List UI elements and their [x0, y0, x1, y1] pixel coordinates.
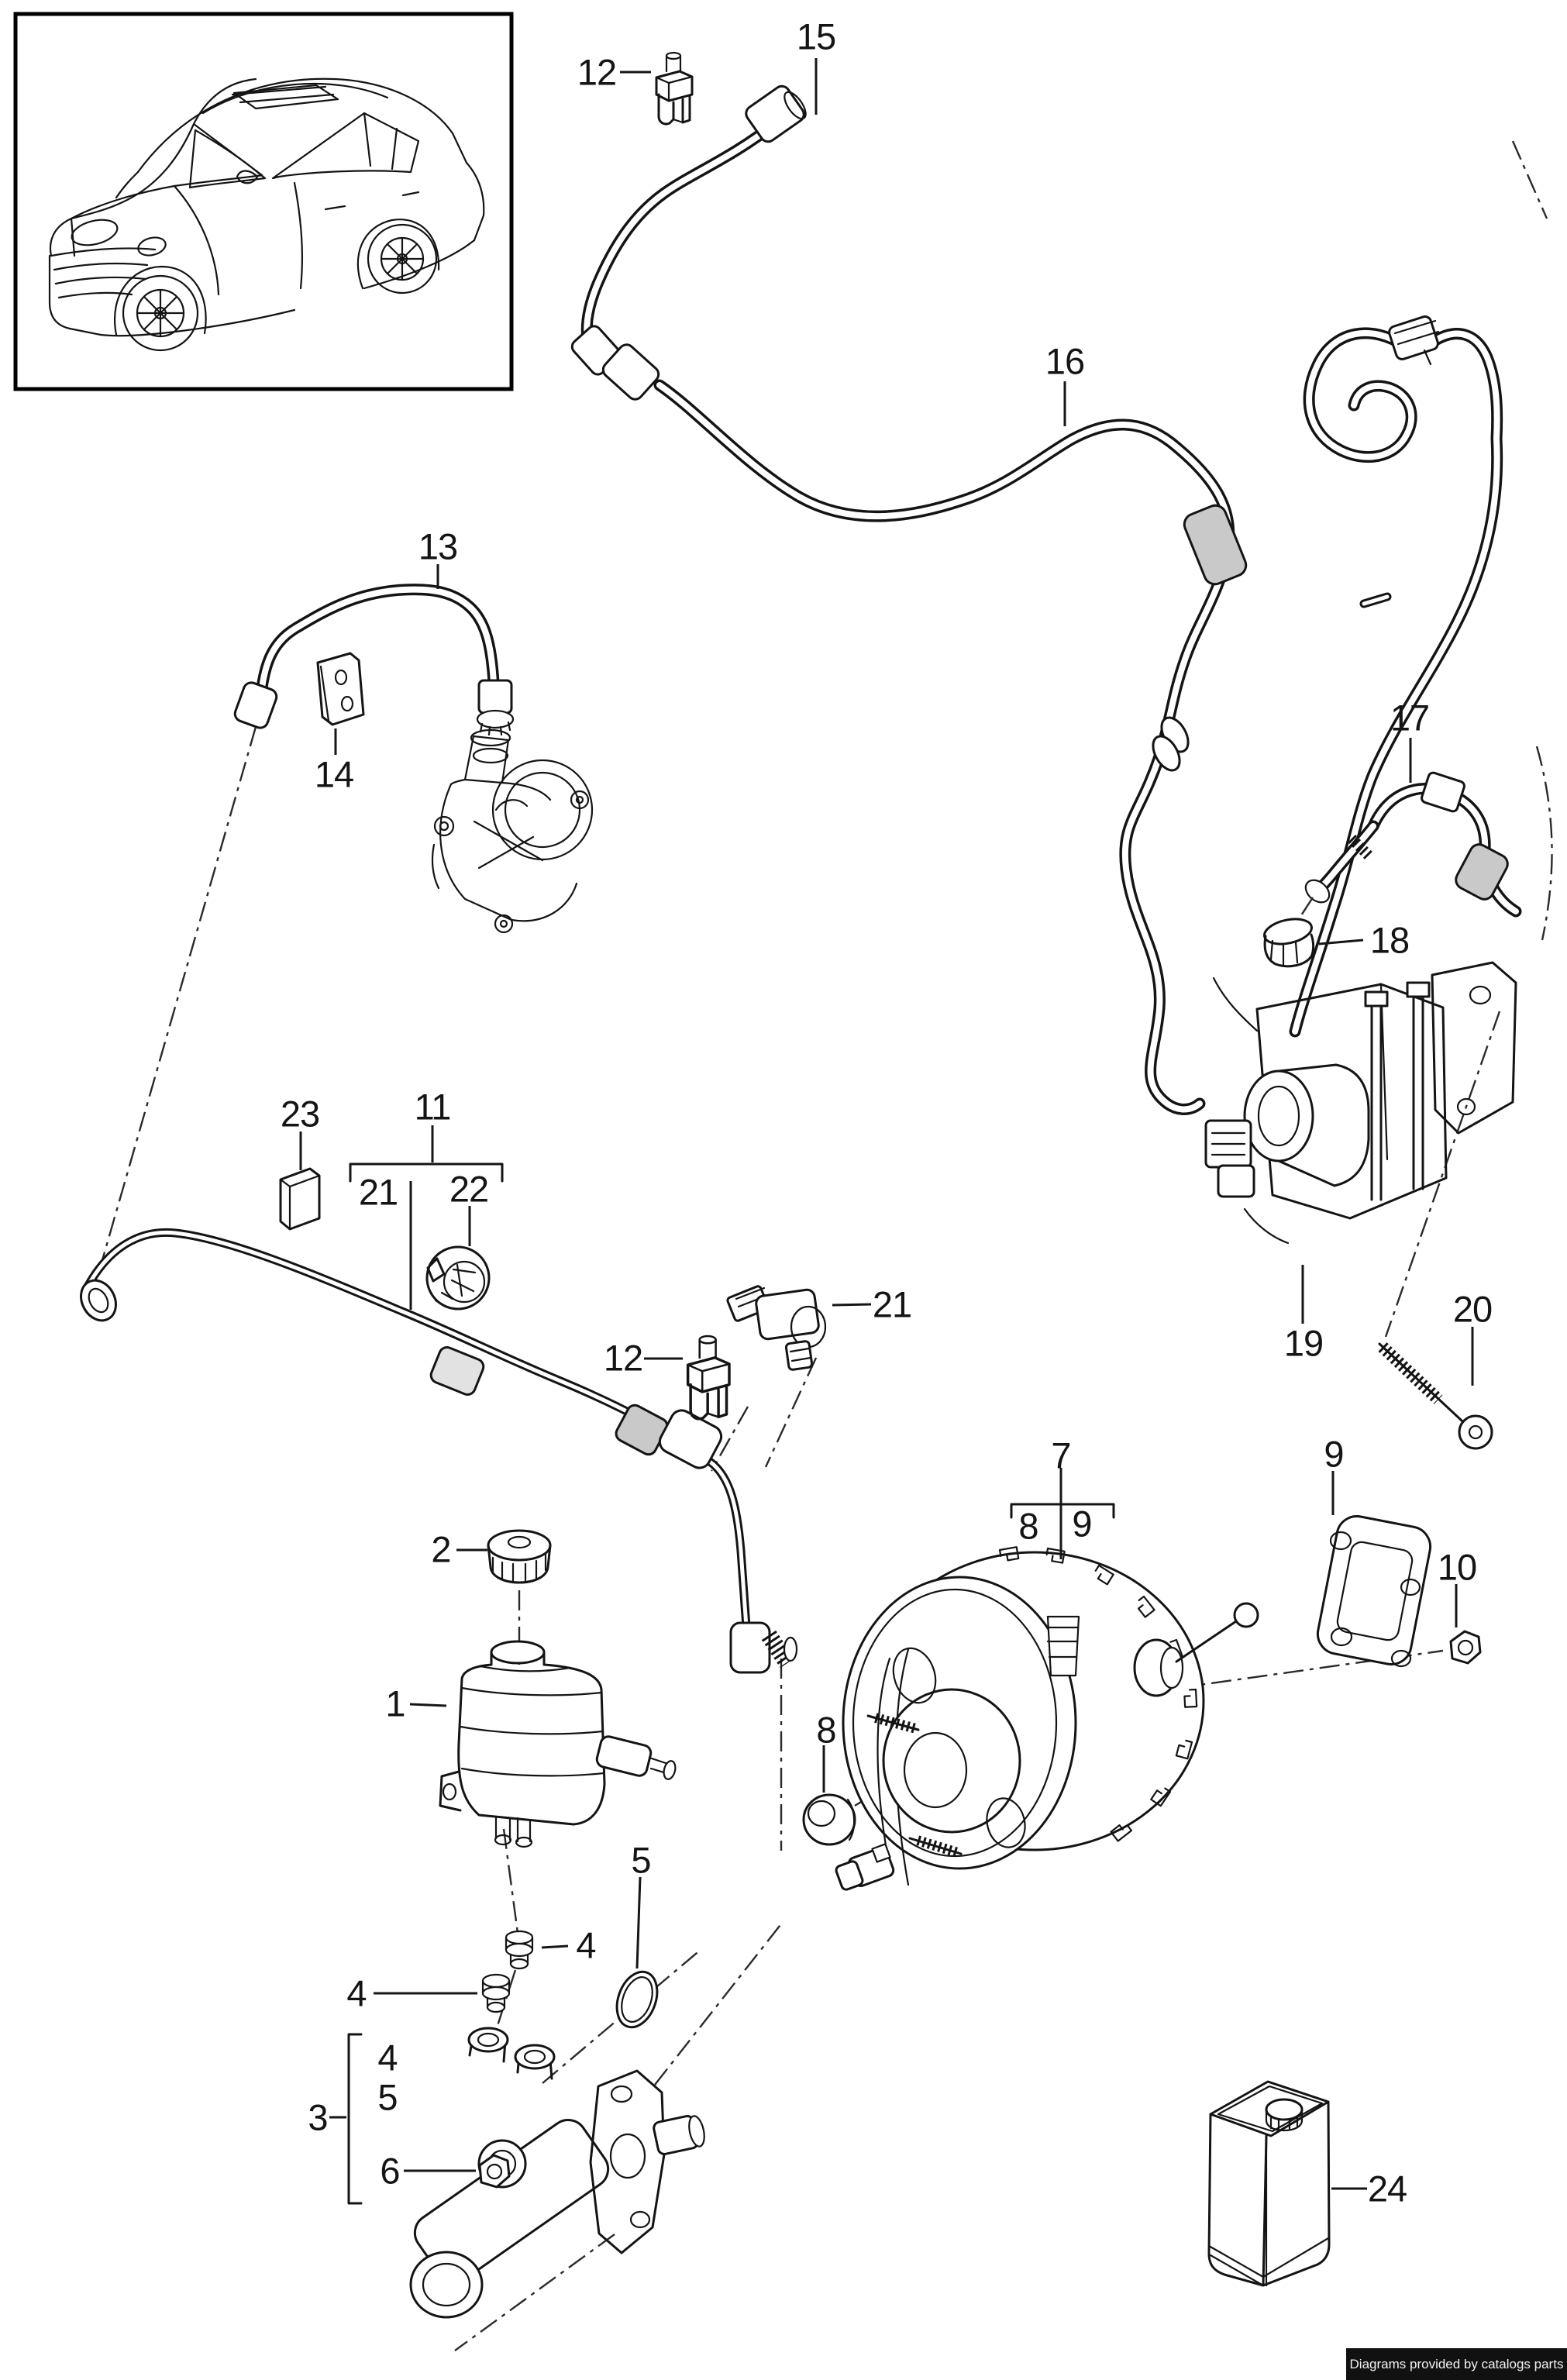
part-label-12b[interactable]: 12: [603, 1337, 643, 1379]
part-label-4b[interactable]: 4: [346, 1972, 367, 2014]
leader-line: [409, 1703, 447, 1707]
fluid-can-24: [1207, 2080, 1331, 2287]
part-label-12a[interactable]: 12: [577, 51, 617, 93]
part-label-9a[interactable]: 9: [1324, 1433, 1344, 1475]
grommet-4-lower: [481, 1973, 511, 2013]
hose-17: [1294, 771, 1516, 925]
part-label-8a[interactable]: 8: [816, 1709, 836, 1751]
pipe-11: [80, 1232, 798, 1674]
sensor-21: [726, 1285, 827, 1371]
part-label-19[interactable]: 19: [1283, 1322, 1324, 1364]
gasket-9: [1316, 1514, 1432, 1668]
part-label-14[interactable]: 14: [314, 753, 354, 795]
leader-line: [832, 1303, 872, 1307]
leader-line: [635, 1876, 642, 1969]
part-label-10[interactable]: 10: [1437, 1546, 1477, 1588]
bracket-3: [347, 2033, 363, 2205]
pushrod: [1046, 1602, 1259, 1697]
damper-22: [425, 1245, 491, 1311]
part-label-21a[interactable]: 21: [358, 1171, 398, 1213]
pump-19: [1204, 961, 1517, 1245]
vacuum-pump: [431, 728, 594, 934]
part-label-2[interactable]: 2: [431, 1528, 451, 1570]
bracket-11: [349, 1162, 504, 1183]
mounting-studs: [866, 1712, 963, 1858]
part-label-8b[interactable]: 8: [1018, 1505, 1038, 1547]
car-inset-box: [13, 12, 514, 391]
bolt-20: [1378, 1342, 1493, 1450]
clip-12-lower: [686, 1335, 731, 1421]
part-label-18[interactable]: 18: [1369, 919, 1410, 961]
part-label-4c[interactable]: 4: [377, 2037, 398, 2079]
cayenne-illustration: [48, 77, 485, 352]
bracket-14: [316, 652, 365, 726]
part-label-17[interactable]: 17: [1390, 697, 1430, 739]
outlet-port: [595, 1735, 677, 1780]
part-label-21b[interactable]: 21: [872, 1283, 912, 1325]
group-brackets: [347, 1162, 1115, 2205]
leader-line: [1318, 939, 1364, 945]
clip-12-top: [655, 51, 694, 126]
part-label-4a[interactable]: 4: [576, 1924, 596, 1966]
oring-5: [615, 1970, 659, 2029]
elbow-fitting: [729, 1621, 798, 1674]
grommet-4-upper: [505, 1930, 534, 1970]
part-label-13[interactable]: 13: [418, 525, 458, 567]
leader-line: [541, 1944, 569, 1949]
part-label-15[interactable]: 15: [796, 15, 836, 57]
nut-6: [478, 2154, 511, 2189]
pad-23: [279, 1167, 321, 1231]
grommet-8: [802, 1793, 856, 1846]
part-label-24[interactable]: 24: [1367, 2168, 1407, 2210]
part-label-16[interactable]: 16: [1045, 340, 1085, 382]
assembly-axes: [98, 140, 1553, 2351]
part-label-22[interactable]: 22: [449, 1168, 489, 1210]
leader-lines: [299, 58, 1474, 2190]
part-label-20[interactable]: 20: [1452, 1288, 1493, 1330]
hose-13: [233, 590, 515, 736]
part-label-3[interactable]: 3: [308, 2096, 328, 2138]
part-label-5b[interactable]: 5: [377, 2076, 398, 2118]
booster-7: [835, 1546, 1259, 1891]
bracket-7: [1010, 1503, 1115, 1519]
watermark-text: Diagrams provided by catalogs parts: [1349, 2356, 1564, 2371]
part-label-1[interactable]: 1: [385, 1683, 405, 1724]
part-label-6[interactable]: 6: [380, 2150, 400, 2192]
master-cylinder-3: [409, 1930, 705, 2319]
nut-10: [1449, 1630, 1482, 1665]
reservoir-1: [439, 1640, 677, 1848]
watermark-bar: Diagrams provided by catalogs parts: [1346, 2348, 1567, 2380]
part-label-7[interactable]: 7: [1051, 1435, 1071, 1476]
hose-clamp-icon: [1388, 315, 1440, 366]
part-label-5a[interactable]: 5: [631, 1839, 651, 1881]
clamp-18: [1263, 918, 1315, 968]
check-valve: [835, 1843, 895, 1891]
hose-15: [570, 84, 807, 376]
part-label-23[interactable]: 23: [280, 1093, 320, 1135]
hose-16: [601, 315, 1496, 1109]
part-label-9b[interactable]: 9: [1072, 1503, 1092, 1545]
cap-2: [487, 1529, 552, 1665]
part-label-11[interactable]: 11: [414, 1086, 452, 1128]
